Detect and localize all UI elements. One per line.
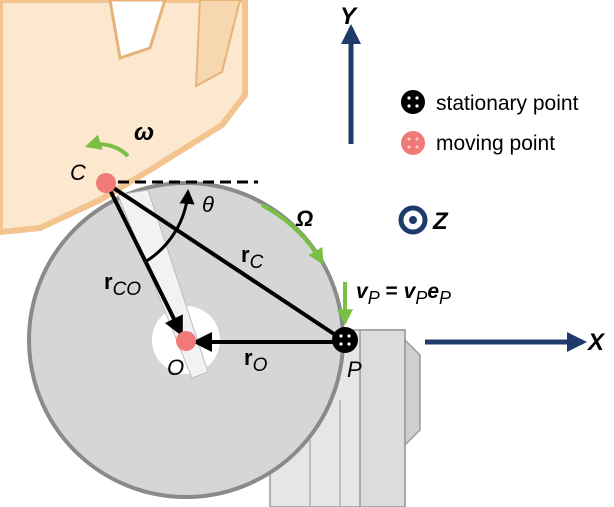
vector-rO-label: rO <box>244 345 268 376</box>
point-O-label: O <box>167 355 184 380</box>
omega-label: ω <box>134 119 154 146</box>
Omega-arc <box>261 203 324 265</box>
legend-moving-icon <box>401 131 425 155</box>
point-C-label: C <box>70 160 86 185</box>
point-P-label: P <box>347 357 362 382</box>
stationary-point-P <box>332 327 358 353</box>
legend-moving-label: moving point <box>436 132 555 155</box>
x-axis-label: X <box>586 329 606 356</box>
vector-rC <box>104 181 342 340</box>
theta-label: θ <box>202 192 214 217</box>
vector-rC-label: rC <box>241 242 264 273</box>
vector-rCO-label: rCO <box>104 269 141 300</box>
legend-stationary-label: stationary point <box>436 92 579 115</box>
vector-rCO <box>106 185 183 337</box>
theta-arc <box>144 189 195 264</box>
moving-point-C <box>96 173 116 193</box>
Omega-label: Ω <box>295 206 313 231</box>
legend-stationary-icon <box>401 90 425 114</box>
velocity-label: vP = vPeP <box>356 280 451 308</box>
omega-arc <box>84 134 130 158</box>
moving-point-O <box>176 331 196 351</box>
y-axis-label: Y <box>340 3 358 30</box>
z-axis-icon <box>398 205 428 235</box>
upper-link <box>0 0 248 235</box>
z-axis-label: Z <box>432 208 449 235</box>
